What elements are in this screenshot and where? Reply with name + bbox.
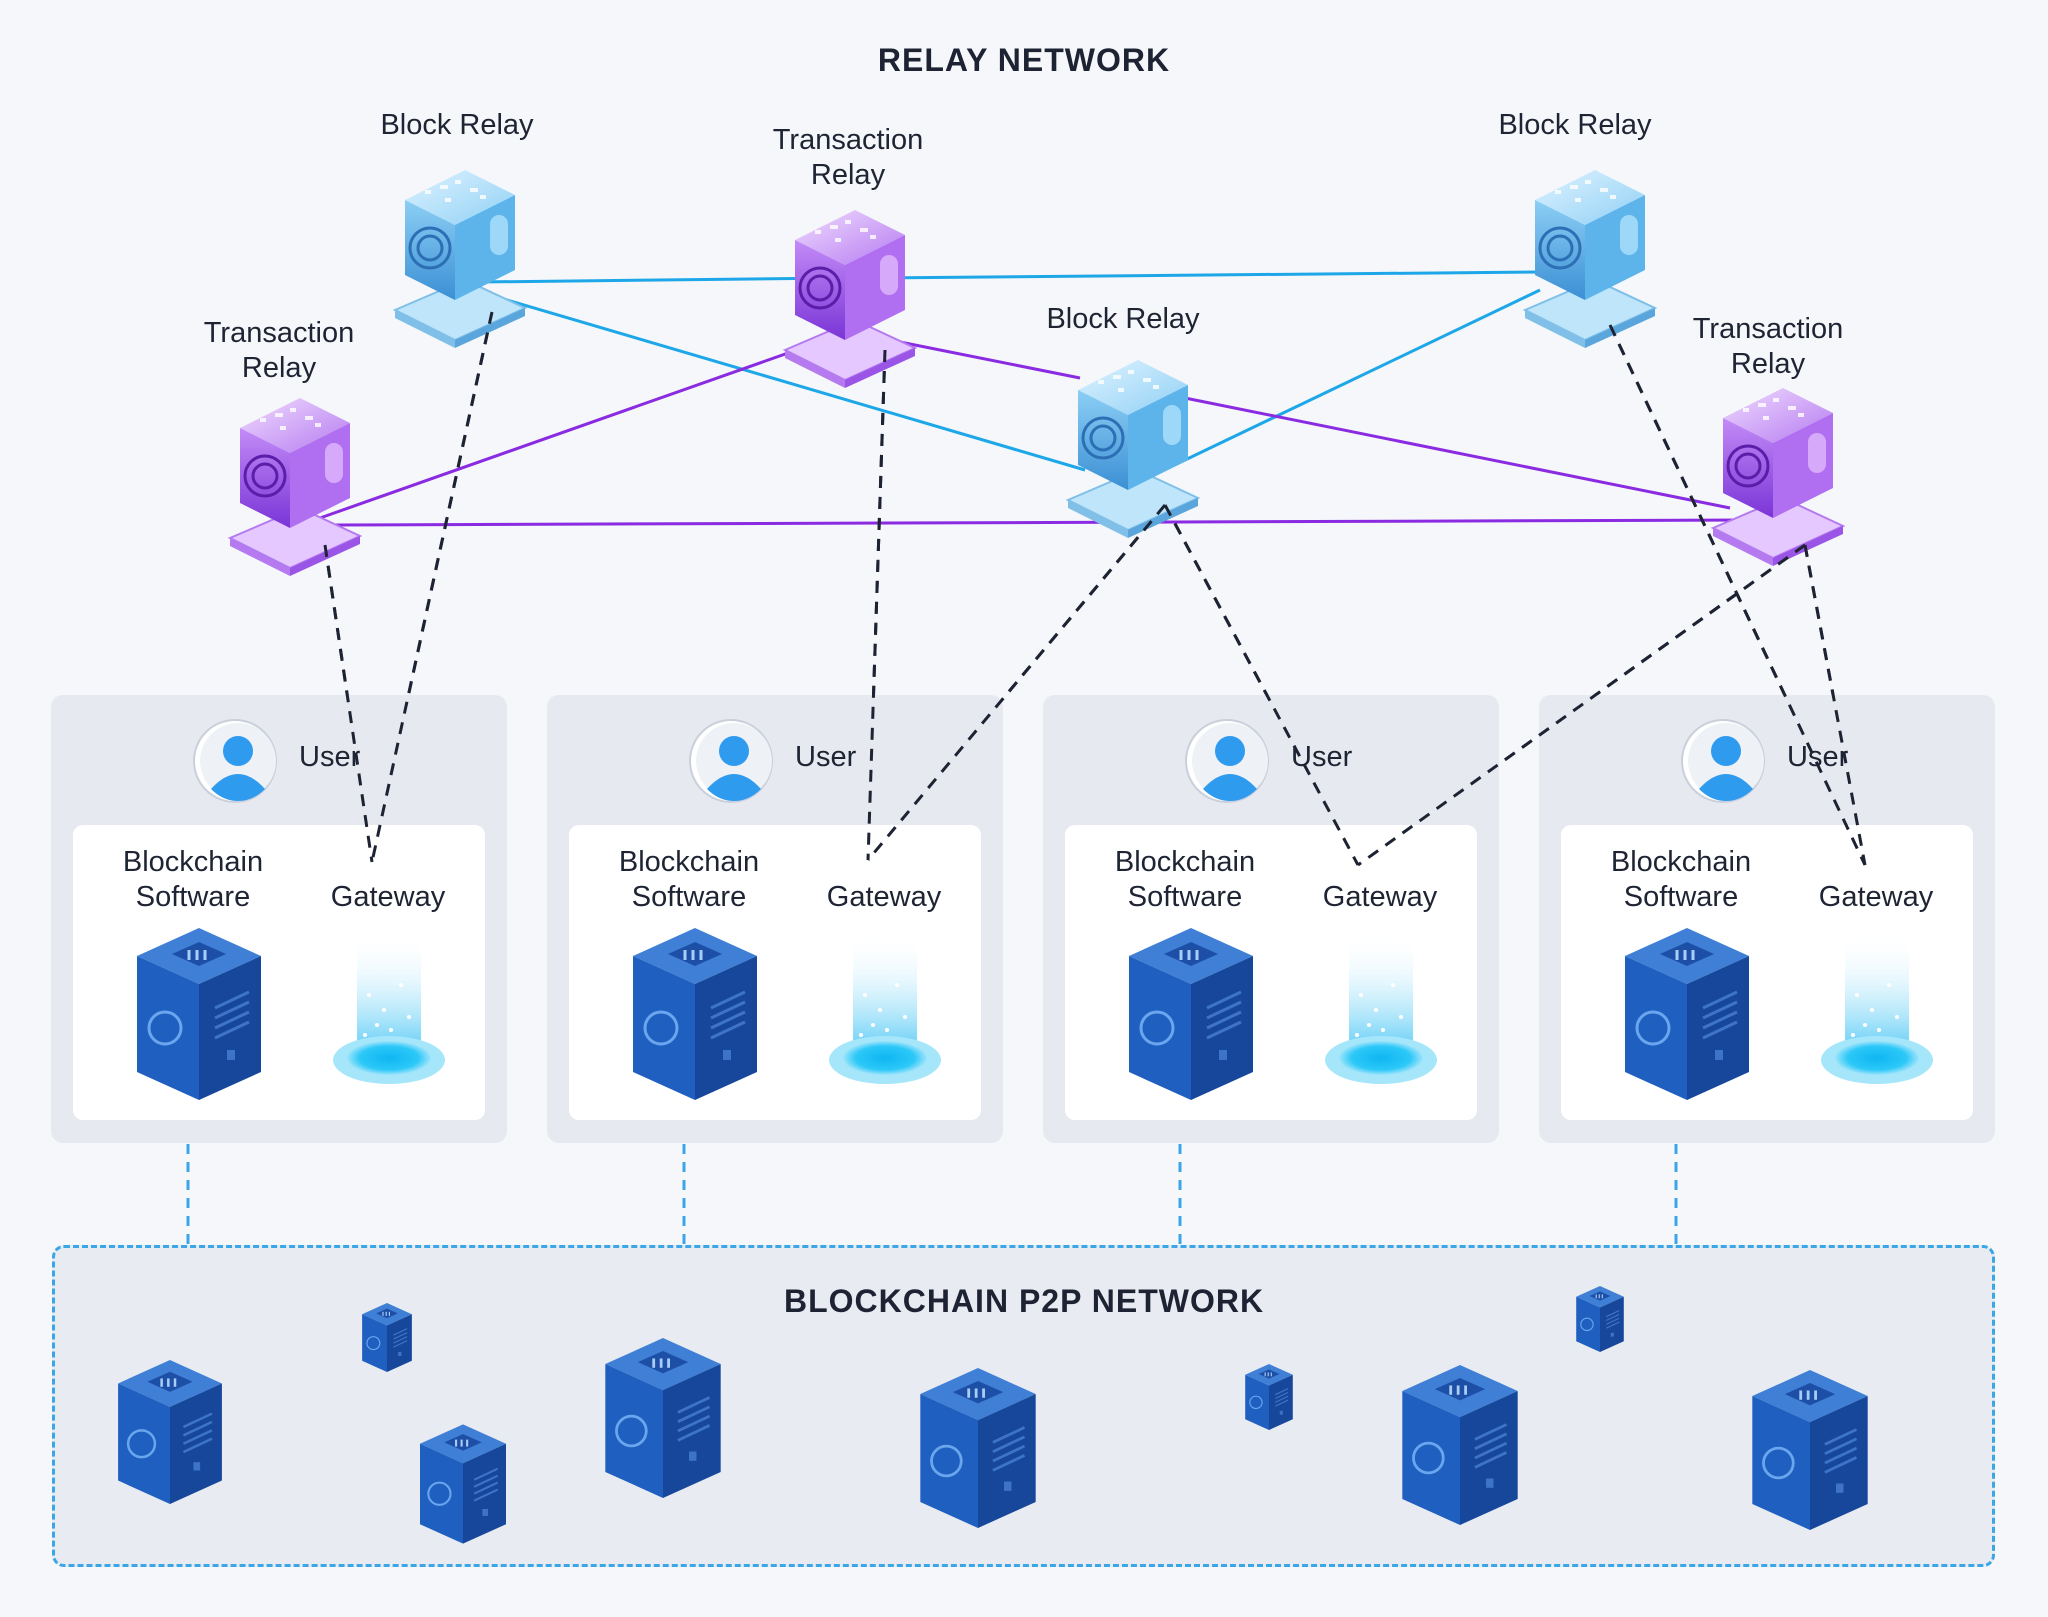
transaction-relay-label-line1: Transaction: [772, 124, 924, 156]
software-label-line2: Software: [1623, 881, 1739, 913]
user-node-card: Blockchain Software Gateway: [1561, 825, 1973, 1120]
block-relay-label: Block Relay: [1498, 109, 1652, 141]
user-node-panel-2: User Blockchain Software Gateway: [547, 695, 1003, 1143]
link-overlay: [866, 349, 887, 861]
link-overlay: [1803, 544, 1867, 866]
server-icon: [116, 1358, 224, 1506]
gateway-label: Gateway: [1818, 881, 1934, 913]
link-br1-tr1: [479, 276, 841, 284]
transaction-relay-label-line2: Relay: [241, 352, 317, 384]
software-label-line2: Software: [631, 881, 747, 913]
gateway-label: Gateway: [1322, 881, 1438, 913]
link-overlay: [1357, 543, 1806, 867]
link-br2-br3: [1159, 288, 1541, 474]
block-relay-label: Block Relay: [380, 109, 534, 141]
gateway-label: Gateway: [826, 881, 942, 913]
software-label-line1: Blockchain: [122, 846, 264, 878]
user-label: User: [299, 741, 361, 773]
gateway-label: Gateway: [330, 881, 446, 913]
blockchain-software-label: Blockchain Software: [103, 845, 283, 915]
user-label: User: [1291, 741, 1353, 773]
server-icon: [1750, 1368, 1870, 1532]
user-node-panel-4: User Blockchain Software Gateway: [1539, 695, 1995, 1143]
transaction-relay-label: Transaction Relay: [179, 316, 379, 386]
transaction-relay-label-line2: Relay: [810, 159, 886, 191]
server-icon: [603, 1336, 723, 1500]
transaction-relay-label-line1: Transaction: [203, 317, 355, 349]
server-icon: [1400, 1363, 1520, 1527]
block-relay-links: [479, 270, 1546, 474]
software-label-line1: Blockchain: [1114, 846, 1256, 878]
link-overlay: [1608, 324, 1867, 866]
link-overlay: [1163, 504, 1360, 866]
blockchain-software-label: Blockchain Software: [1095, 845, 1275, 915]
link-overlay: [370, 311, 494, 863]
link-tr1-br2: [889, 338, 1081, 380]
link-br1-br2: [489, 293, 1086, 472]
p2p-network-title: BLOCKCHAIN P2P NETWORK: [783, 1283, 1265, 1319]
blockchain-software-label: Blockchain Software: [599, 845, 779, 915]
link-tr0-tr1: [319, 338, 826, 520]
blockchain-software-label: Blockchain Software: [1591, 845, 1771, 915]
software-label-line2: Software: [1127, 881, 1243, 913]
server-icon: [918, 1366, 1038, 1530]
transaction-relay-label: Transaction Relay: [1668, 312, 1868, 382]
transaction-relay-label-line2: Relay: [1730, 348, 1806, 380]
transaction-relay-label-line1: Transaction: [1692, 313, 1844, 345]
user-node-card: Blockchain Software Gateway: [1065, 825, 1477, 1120]
block-relay-label: Block Relay: [1046, 303, 1200, 335]
user-node-card: Blockchain Software Gateway: [73, 825, 485, 1120]
software-label-line2: Software: [135, 881, 251, 913]
user-label: User: [795, 741, 857, 773]
transaction-relay-label: Transaction Relay: [748, 123, 948, 193]
user-node-panel-3: User Blockchain Software Gateway: [1043, 695, 1499, 1143]
link-overlay: [866, 504, 1167, 861]
link-overlay: [323, 544, 374, 863]
server-icon: [361, 1302, 413, 1373]
transaction-relay-links: [319, 338, 1746, 527]
link-tr1-br3: [869, 270, 1546, 280]
software-label-line1: Blockchain: [618, 846, 760, 878]
relay-network-title: RELAY NETWORK: [877, 42, 1171, 78]
link-br2-tr3: [1184, 396, 1731, 510]
server-icon: [1244, 1363, 1294, 1431]
server-icon: [1575, 1285, 1625, 1353]
server-icon: [418, 1423, 508, 1545]
user-node-card: Blockchain Software Gateway: [569, 825, 981, 1120]
user-node-panel-1: User Blockchain Software Gateway: [51, 695, 507, 1143]
link-tr0-tr3: [334, 518, 1746, 527]
software-label-line1: Blockchain: [1610, 846, 1752, 878]
